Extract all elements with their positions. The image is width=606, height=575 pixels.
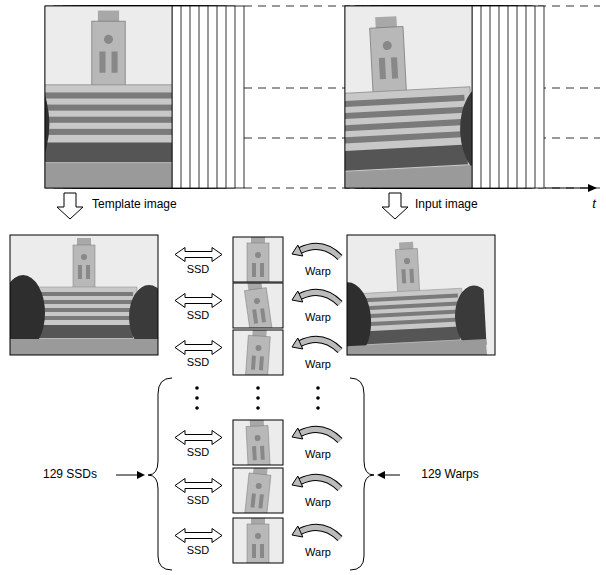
photo-sky [0, 0, 298, 264]
photo-sky [0, 185, 209, 405]
double-arrow [175, 479, 222, 493]
template-image [0, 185, 209, 405]
time-axis [545, 187, 590, 188]
warp-arrow [300, 292, 340, 303]
double-arrow [175, 294, 222, 308]
warp-arrowhead [292, 245, 303, 256]
photo-sky [296, 185, 546, 405]
photo-border [233, 283, 283, 328]
warp-arrowhead [292, 428, 303, 439]
ellipsis-dot [316, 386, 320, 390]
brace [350, 378, 374, 570]
ssd-label: SSD [187, 446, 210, 458]
ssd-label: SSD [187, 494, 210, 506]
brace [148, 378, 172, 570]
warp-arrow [300, 339, 340, 350]
arrow-label: Input image [415, 198, 478, 211]
ellipsis-dot [195, 396, 199, 400]
input-image [296, 185, 546, 405]
double-arrow [175, 248, 222, 262]
warp-arrow [300, 429, 340, 440]
photo-border [233, 330, 283, 375]
count-label: 129 SSDs [43, 468, 97, 481]
time-arrowhead [588, 184, 597, 192]
warp-arrow [300, 477, 340, 488]
photo-sky [219, 0, 598, 264]
building-photo [260, 5, 524, 200]
photo-border [233, 237, 283, 282]
warped-image [175, 514, 343, 575]
frame-photo [219, 0, 598, 264]
warp-arrow [300, 246, 340, 257]
ssd-label: SSD [187, 356, 210, 368]
ssd-label: SSD [187, 309, 210, 321]
warp-label: Warp [305, 496, 331, 508]
photo-border [233, 420, 283, 465]
axis-label: t [592, 197, 596, 211]
frame-photo [0, 0, 298, 264]
pointer-line [116, 475, 138, 476]
double-arrow [175, 431, 222, 445]
warp-label: Warp [305, 448, 331, 460]
double-arrow [175, 341, 222, 355]
hollow-arrow [382, 193, 408, 219]
warp-arrow [300, 292, 340, 303]
ssd-label: SSD [187, 544, 210, 556]
ellipsis-dot [195, 386, 199, 390]
warp-arrow [300, 429, 340, 440]
warp-arrowhead [292, 291, 303, 302]
building-photo [0, 6, 237, 188]
building-photo [323, 235, 497, 364]
count-label: 129 Warps [421, 468, 479, 481]
double-arrow [175, 529, 222, 543]
hollow-arrow [57, 193, 83, 219]
warp-label: Warp [305, 358, 331, 370]
photo-border [347, 235, 495, 355]
warp-label: Warp [305, 265, 331, 277]
ellipsis-dot [256, 406, 260, 410]
pointer-head [137, 471, 145, 479]
ellipsis-dot [316, 406, 320, 410]
ellipsis-dot [256, 386, 260, 390]
ellipsis-dot [195, 406, 199, 410]
warp-arrow [300, 477, 340, 488]
warp-arrow [300, 339, 340, 350]
pointer-line [384, 475, 400, 476]
warp-arrowhead [292, 338, 303, 349]
building-photo [175, 514, 343, 575]
warp-arrow [300, 527, 340, 538]
photo-border [233, 468, 283, 513]
warp-arrow [300, 527, 340, 538]
warp-arrowhead [292, 526, 303, 537]
ellipsis-dot [316, 396, 320, 400]
warp-label: Warp [305, 311, 331, 323]
warp-arrow [300, 246, 340, 257]
warp-label: Warp [305, 546, 331, 558]
building-photo [1, 235, 169, 355]
photo-border [10, 235, 158, 355]
frame-border [345, 6, 472, 188]
arrow-label: Template image [92, 198, 177, 211]
warp-arrowhead [292, 476, 303, 487]
ssd-label: SSD [187, 263, 210, 275]
frame-border [45, 6, 172, 188]
ellipsis-dot [256, 396, 260, 400]
pointer-head [377, 471, 385, 479]
photo-border [233, 518, 283, 563]
